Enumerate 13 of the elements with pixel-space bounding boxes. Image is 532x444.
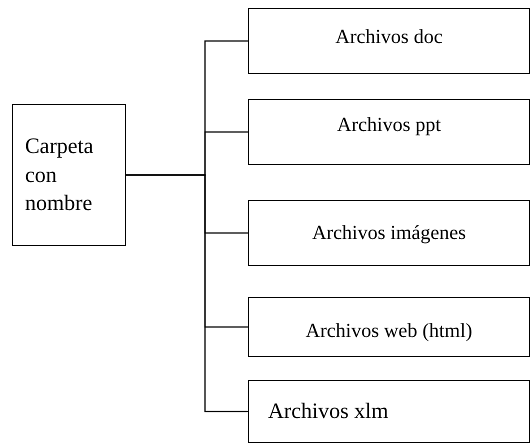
folder-box bbox=[248, 8, 530, 74]
folder-box bbox=[12, 104, 126, 246]
folder-box bbox=[248, 297, 530, 357]
box-label: Archivos ppt bbox=[337, 113, 441, 137]
box-label: Archivos imágenes bbox=[312, 221, 466, 245]
folder-box bbox=[248, 99, 530, 165]
box-label: Archivos doc bbox=[335, 25, 443, 49]
folder-box bbox=[248, 380, 530, 443]
box-label: Carpeta con nombre bbox=[25, 132, 94, 218]
connector-line bbox=[126, 174, 248, 412]
folder-box bbox=[248, 200, 530, 266]
box-label: Archivos web (html) bbox=[306, 319, 472, 343]
box-label: Archivos xlm bbox=[268, 398, 388, 425]
